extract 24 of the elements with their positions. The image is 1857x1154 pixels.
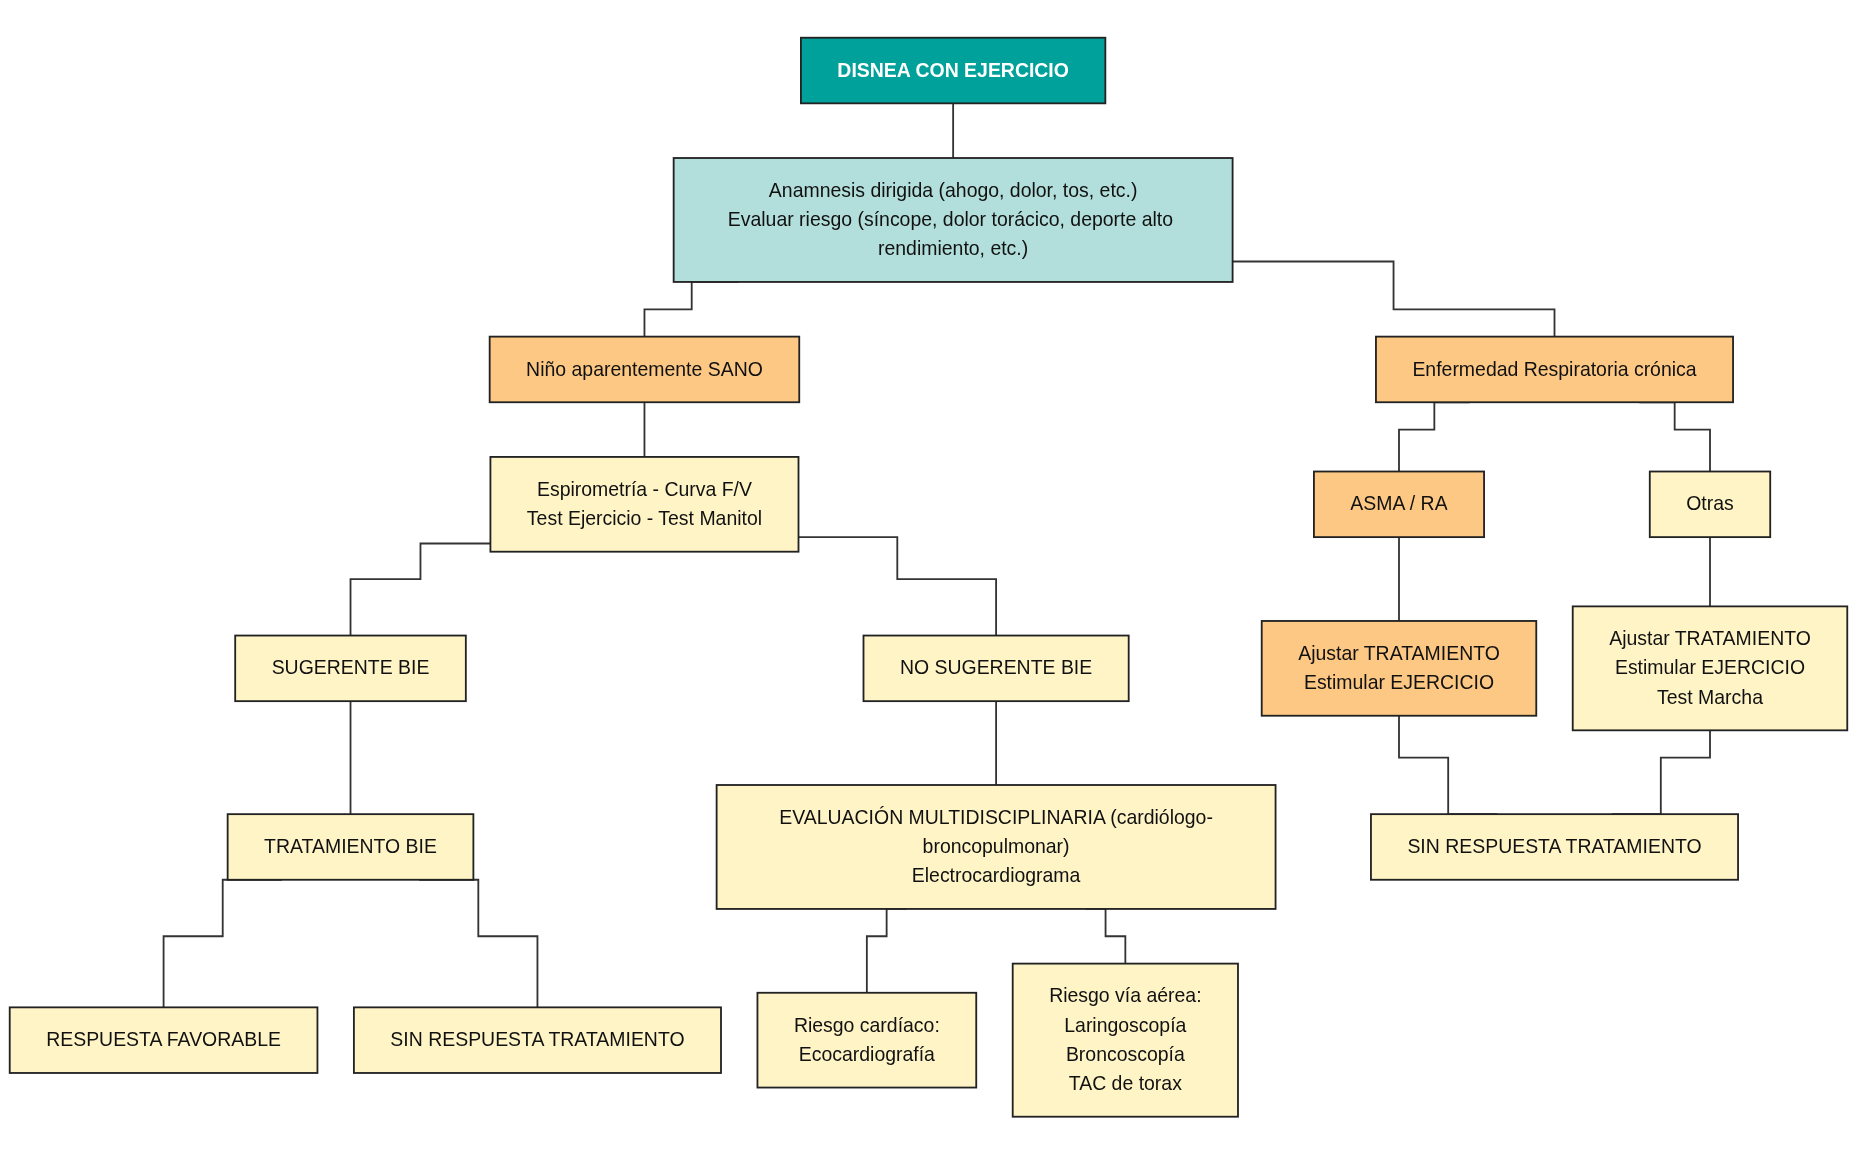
connector: [643, 401, 646, 458]
node-box: EVALUACIÓN MULTIDISCIPLINARIA (cardiólogo-broncopulmonar) Electrocardiograma: [715, 783, 1277, 910]
node-box: RESPUESTA FAVORABLE: [8, 1006, 319, 1074]
node-box: Riesgo vía aérea: Laringoscopía Broncoscopía TAC de torax: [1011, 962, 1239, 1118]
node-box: DISNEA CON EJERCICIO: [800, 36, 1107, 105]
node-box: SIN RESPUESTA TRATAMIENTO: [353, 1006, 722, 1074]
node-box: Riesgo cardíaco: Ecocardiografía: [756, 991, 978, 1089]
node-box: Otras: [1648, 470, 1772, 538]
node-box: Anamnesis dirigida (ahogo, dolor, tos, etc.) Evaluar riesgo (síncope, dolor torácico, deporte alto rendimiento, etc.): [672, 156, 1234, 283]
node-box: ASMA / RA: [1313, 470, 1485, 538]
connector: [952, 102, 955, 159]
connector: [1709, 536, 1711, 608]
node-box: SIN RESPUESTA TRATAMIENTO: [1370, 813, 1739, 881]
connector: [349, 700, 352, 815]
node-box: TRATAMIENTO BIE: [226, 813, 475, 881]
node-box: Enfermedad Respiratoria crónica: [1375, 335, 1734, 403]
node-box: NO SUGERENTE BIE: [862, 634, 1130, 702]
connector: [1398, 536, 1400, 622]
connector: [995, 700, 997, 786]
node-box: Ajustar TRATAMIENTO Estimular EJERCICIO: [1260, 619, 1538, 717]
node-box: Ajustar TRATAMIENTO Estimular EJERCICIO Test Marcha: [1571, 605, 1849, 731]
node-box: Niño aparentemente SANO: [488, 335, 801, 403]
node-box: Espirometría - Curva F/V Test Ejercicio - Test Manitol: [489, 455, 800, 553]
node-box: SUGERENTE BIE: [234, 634, 467, 702]
